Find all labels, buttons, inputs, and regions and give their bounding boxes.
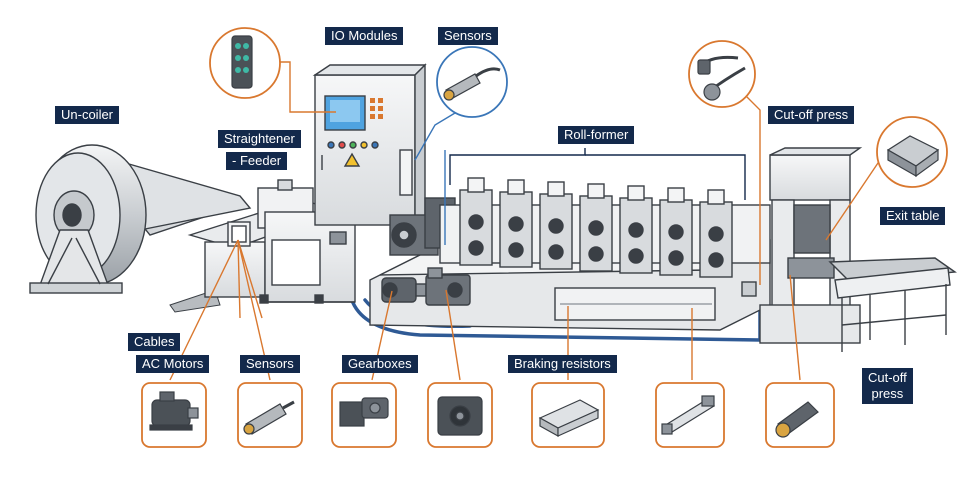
product-tiles — [141, 382, 835, 448]
control-cabinet — [312, 63, 427, 227]
label-cutoff-press-bottom: Cut-off press — [862, 368, 913, 404]
base-motors — [381, 267, 471, 306]
label-sensors-top: Sensors — [438, 27, 498, 45]
io-module-callout — [209, 27, 281, 99]
io-module-icon — [231, 35, 253, 89]
proximity-sensor-icon — [443, 67, 501, 101]
label-sensors-bottom: Sensors — [240, 355, 300, 373]
proximity-sensor-icon — [243, 400, 295, 435]
cutoff-press-machine — [759, 147, 863, 344]
label-io-modules: IO Modules — [325, 27, 404, 45]
label-straightener: Straightener — [218, 130, 301, 148]
label-braking-resistors: Braking resistors — [508, 355, 617, 373]
label-cutoff-press-top: Cut-off press — [768, 106, 855, 124]
ac-motor-icon — [149, 391, 199, 431]
label-gearboxes: Gearboxes — [342, 355, 418, 373]
label-ac-motors: AC Motors — [136, 355, 210, 373]
label-cutoff-press-bottom-line2: press — [871, 386, 904, 401]
linear-actuator-icon — [661, 395, 716, 435]
label-exit-table: Exit table — [880, 207, 946, 225]
gearbox-icon — [437, 396, 483, 436]
label-cables: Cables — [128, 333, 181, 351]
label-uncoiler: Un-coiler — [55, 106, 120, 124]
press-cylinder-callout — [876, 116, 948, 188]
warning-icon — [343, 152, 361, 167]
gear-motor-icon — [339, 397, 389, 427]
cable-connector-callout — [688, 40, 756, 108]
roll-former-machine — [369, 177, 771, 331]
callout-lines — [169, 61, 881, 381]
uncoiler-machine — [29, 144, 252, 294]
straightener-feeder-machine — [187, 179, 356, 304]
m12-connector-cable-icon — [697, 55, 746, 101]
label-cutoff-press-bottom-line1: Cut-off — [868, 370, 907, 385]
pneumatic-cylinder-icon — [886, 135, 940, 178]
m12-connector-icon — [775, 401, 819, 438]
exit-table — [828, 257, 957, 352]
proximity-sensor-callout-top — [436, 46, 508, 118]
label-feeder: - Feeder — [226, 152, 288, 170]
label-roll-former: Roll-former — [558, 126, 635, 144]
braking-resistor-icon — [538, 399, 600, 438]
